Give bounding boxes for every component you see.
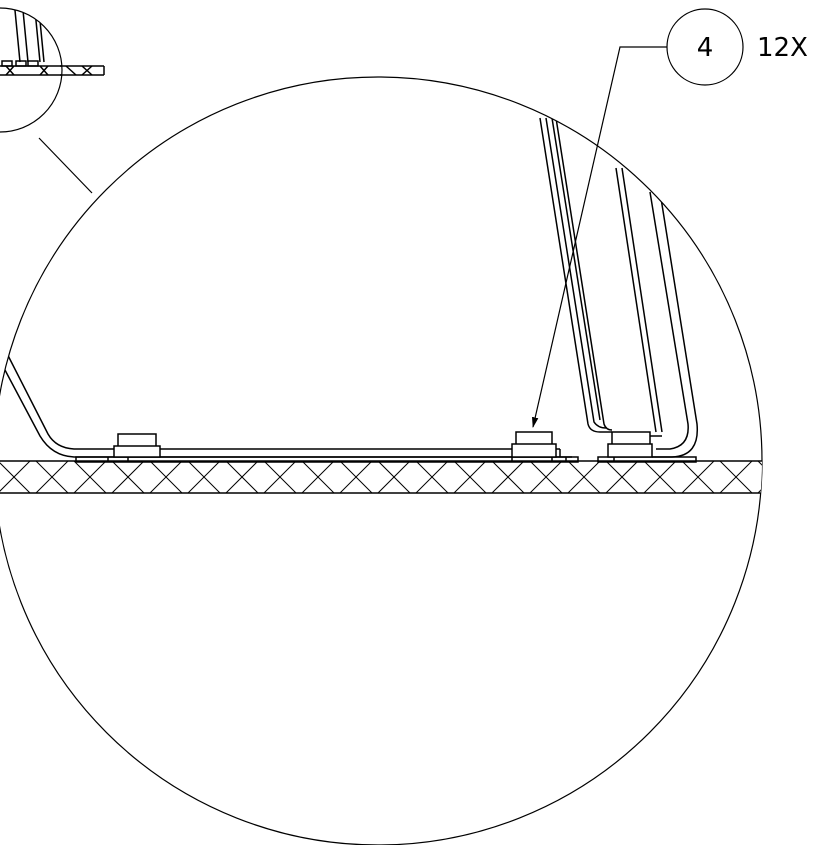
hatch-line [187,460,221,494]
balloon-quantity: 12X [757,33,808,63]
bottom-plate [75,456,697,463]
hatch-line [301,460,335,494]
hatch-line [73,460,107,494]
hatch-line [643,460,677,494]
hatch-line [263,460,297,494]
hatched-base-plate [0,460,824,494]
hatch-line [757,460,762,494]
detail-content [0,117,824,494]
fastener-middle [511,431,557,458]
fastener-right [607,431,653,458]
hatch-line [796,461,824,493]
item-balloon: 4 [666,8,744,86]
right-inner-wall [539,117,613,433]
hatch-line [111,460,145,494]
balloon-leader [532,46,668,429]
hatch-line [605,460,639,494]
detail-connector-line [38,137,93,194]
hatch-line [149,460,183,494]
balloon-item-number: 4 [697,33,714,63]
source-detail-content [0,8,62,76]
hatch-line [377,460,411,494]
left-wall [0,327,572,458]
hatch-line [0,460,31,494]
hatch-line [35,460,69,494]
hatch-line [453,460,487,494]
fastener-left [113,433,161,458]
hatch-line [225,460,259,494]
hatch-line [719,460,753,494]
source-detail-circle [0,7,63,133]
source-base-plate [60,65,105,76]
hatch-line [415,460,449,494]
right-outer-wall [615,167,699,458]
hatch-line [681,460,715,494]
hatch-line [529,460,563,494]
balloon-circle [666,8,744,86]
hatch-line [567,460,601,494]
hatch-line [491,460,525,494]
hatch-line [796,461,824,493]
hatch-line [757,460,762,494]
hatch-line [339,460,373,494]
